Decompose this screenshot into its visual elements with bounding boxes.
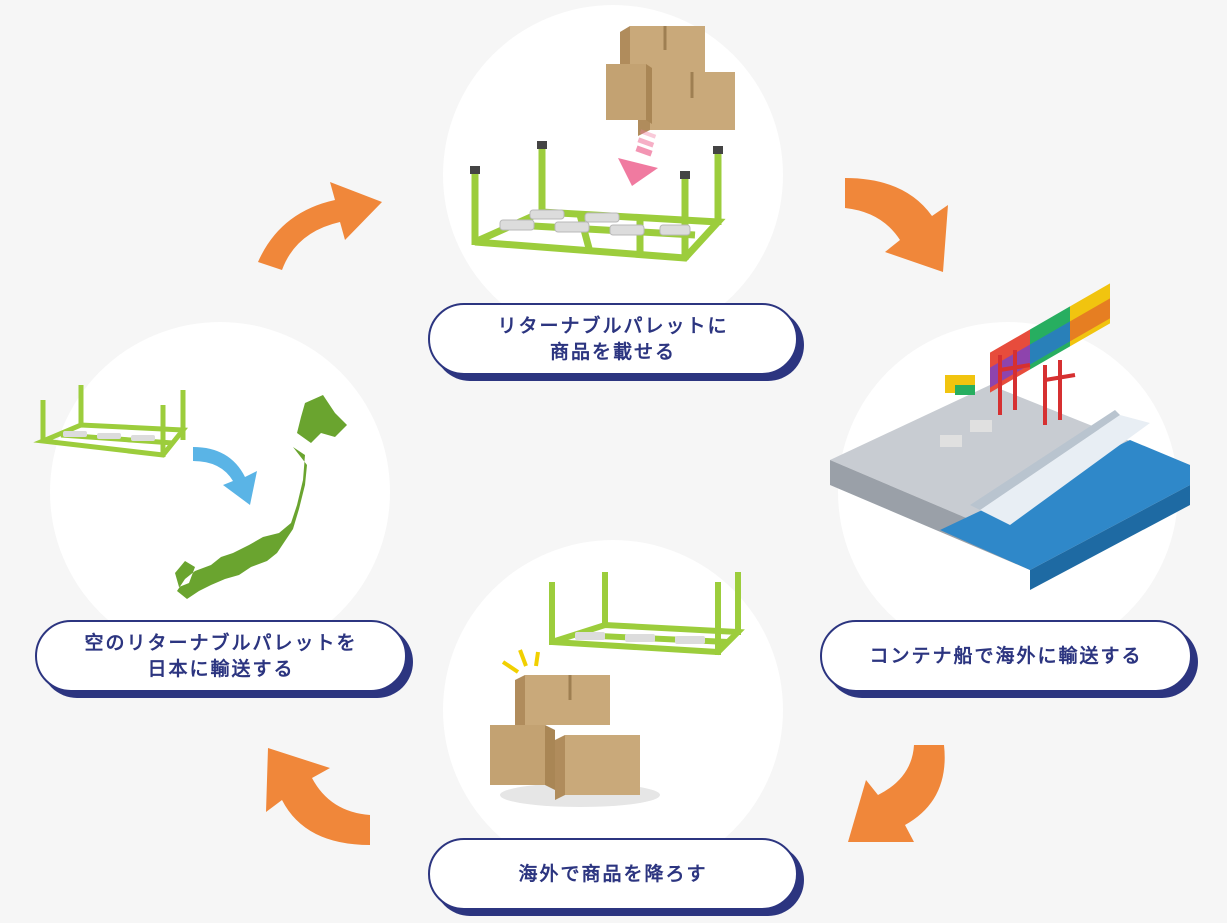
cycle-arrow-icon xyxy=(266,748,370,845)
step-label-unload-line1: 海外で商品を降ろす xyxy=(518,863,708,885)
step4-illustration xyxy=(33,385,347,599)
cycle-arrow-icon xyxy=(258,182,382,270)
container-ship-icon xyxy=(830,283,1190,590)
pallet-icon xyxy=(33,385,189,458)
japan-map-icon xyxy=(175,395,347,599)
step1-illustration xyxy=(470,26,735,262)
step-label-ship-line1: コンテナ船で海外に輸送する xyxy=(869,645,1143,667)
step-label-ship: コンテナ船で海外に輸送する xyxy=(820,620,1192,692)
step-label-load: リターナブルパレットに 商品を載せる xyxy=(428,303,798,375)
step3-circle xyxy=(443,540,783,880)
step-label-return: 空のリターナブルパレットを 日本に輸送する xyxy=(35,620,407,692)
step-label-return-line2: 日本に輸送する xyxy=(147,658,295,680)
cycle-arrow-icon xyxy=(848,745,945,842)
step-label-return-line1: 空のリターナブルパレットを xyxy=(84,632,358,654)
step1-circle xyxy=(443,5,783,345)
step3-illustration xyxy=(490,572,745,807)
pallet-icon xyxy=(471,145,726,262)
spark-icon xyxy=(501,649,540,674)
containers xyxy=(990,283,1110,393)
step-label-load-line2: 商品を載せる xyxy=(549,341,676,363)
map-arrow-icon xyxy=(193,447,257,505)
cardboard-box-icon xyxy=(490,675,640,800)
pallet-icon xyxy=(549,572,745,656)
step4-circle xyxy=(50,322,390,662)
step-label-load-line1: リターナブルパレットに xyxy=(497,315,729,337)
step-label-unload: 海外で商品を降ろす xyxy=(428,838,798,910)
cardboard-box-icon xyxy=(606,26,735,136)
down-arrow-icon xyxy=(618,129,658,186)
cycle-arrow-icon xyxy=(845,178,948,272)
